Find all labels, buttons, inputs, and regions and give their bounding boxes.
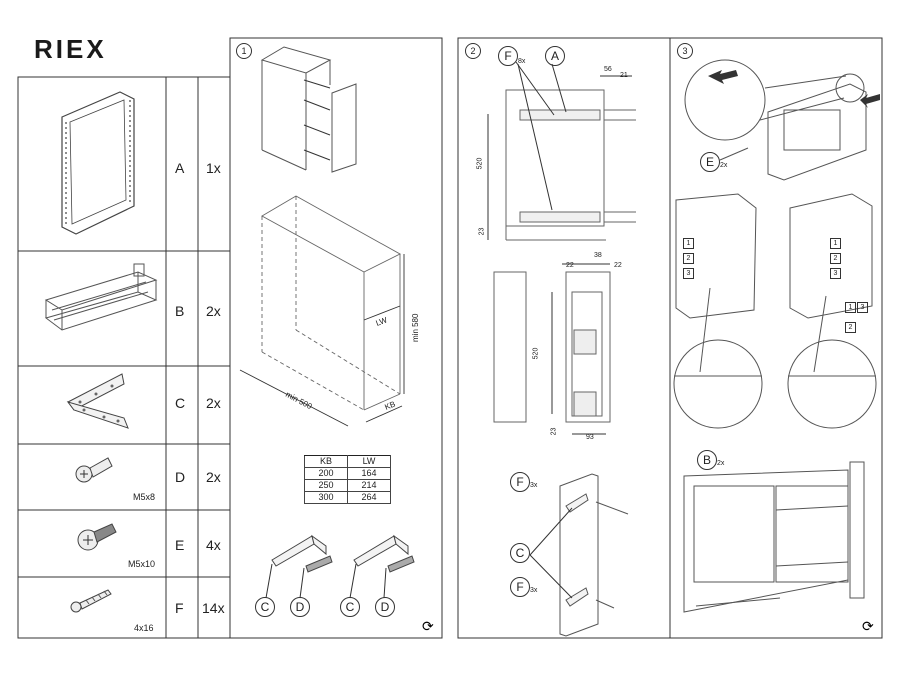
dim-label: 520 [476,157,484,170]
adjust-step-3: 3 [683,268,694,279]
part-f-qty: 14x [202,600,225,616]
part-e-screw-illustration [77,523,117,551]
part-d-screw-illustration [75,457,113,483]
dim-height-label: min 580 [411,313,420,342]
part-a-frame-illustration [61,91,135,235]
step1-cabinet-small [260,46,357,173]
callout-b: B [697,450,717,470]
part-d-qty: 2x [206,469,221,485]
step2-frame-side [487,75,636,241]
callout-f: F [498,46,518,66]
insert-arrow-icon [860,94,880,108]
callout-d: D [290,597,310,617]
adjust-callout: 2 [845,322,856,333]
callout-f-qty: 3x [530,587,538,594]
adjust-callout: 1 [845,302,856,313]
part-e-qty: 4x [206,537,221,553]
step1-cabinet-dimensions [239,195,405,427]
step3-installed-cabinet [683,461,865,613]
table-header-kb: KB [304,455,348,468]
adjust-step-3: 3 [830,268,841,279]
step2-callout-lines [515,61,573,599]
dim-label: 22 [566,262,574,269]
step1-number: 1 [236,43,252,59]
dim-inner-width-label: LW [375,315,389,328]
part-d-spec: M5x8 [133,492,156,502]
callout-f: F [510,577,530,597]
dim-label: 21 [620,72,628,79]
part-e-letter: E [175,537,185,553]
dim-label: 520 [532,347,540,360]
step3-panel [669,37,883,639]
rotate-page-icon: ⟳ [422,618,434,634]
dim-depth-label: min 500 [284,390,314,412]
part-f-woodscrew-illustration [70,589,112,613]
callout-a: A [545,46,565,66]
part-b-basket-illustration [44,263,158,331]
step1-brackets [271,534,415,573]
step1-panel [229,37,443,639]
part-b-qty: 2x [206,303,221,319]
callout-c: C [510,543,530,563]
part-e-spec: M5x10 [128,559,156,569]
callout-e: E [700,152,720,172]
step3-zoom-circles [673,287,877,429]
dim-label: 56 [604,66,612,73]
adjust-step-1: 1 [830,238,841,249]
insert-arrow-icon [708,70,738,84]
dim-label: 23 [478,227,486,236]
part-d-letter: D [175,469,186,485]
adjust-step-1: 1 [683,238,694,249]
step2-panel [457,37,671,639]
callout-f-qty: 8x [518,58,526,65]
adjust-step-2: 2 [683,253,694,264]
step3-zoom-detail [684,59,867,181]
step2-board-brackets [559,473,629,637]
part-c-letter: C [175,395,186,411]
dim-cabinet-width-label: KB [383,400,396,412]
adjust-step-2: 2 [830,253,841,264]
part-c-bracket-illustration [66,373,129,429]
callout-b-qty: 2x [717,460,725,467]
callout-d: D [375,597,395,617]
step3-cabinets-adjust [675,193,873,319]
brand-logo: RIEX [34,34,107,64]
callout-f-qty: 3x [530,482,538,489]
table-header-lw: LW [347,455,391,468]
part-b-letter: B [175,303,185,319]
part-f-spec: 4x16 [134,623,154,633]
part-a-qty: 1x [206,160,221,176]
part-f-letter: F [175,600,184,616]
adjust-callout: 3 [857,302,868,313]
part-a-letter: A [175,160,185,176]
dim-label: 23 [550,427,558,436]
dim-label: 38 [594,252,602,259]
step2-number: 2 [465,43,481,59]
callout-e-qty: 2x [720,162,728,169]
dim-label: 22 [614,262,622,269]
callout-f: F [510,472,530,492]
rotate-page-icon: ⟳ [862,618,874,634]
dim-label: 93 [586,434,594,441]
part-c-qty: 2x [206,395,221,411]
step3-number: 3 [677,43,693,59]
callout-c: C [255,597,275,617]
callout-c: C [340,597,360,617]
step2-panel-holes [493,263,611,435]
